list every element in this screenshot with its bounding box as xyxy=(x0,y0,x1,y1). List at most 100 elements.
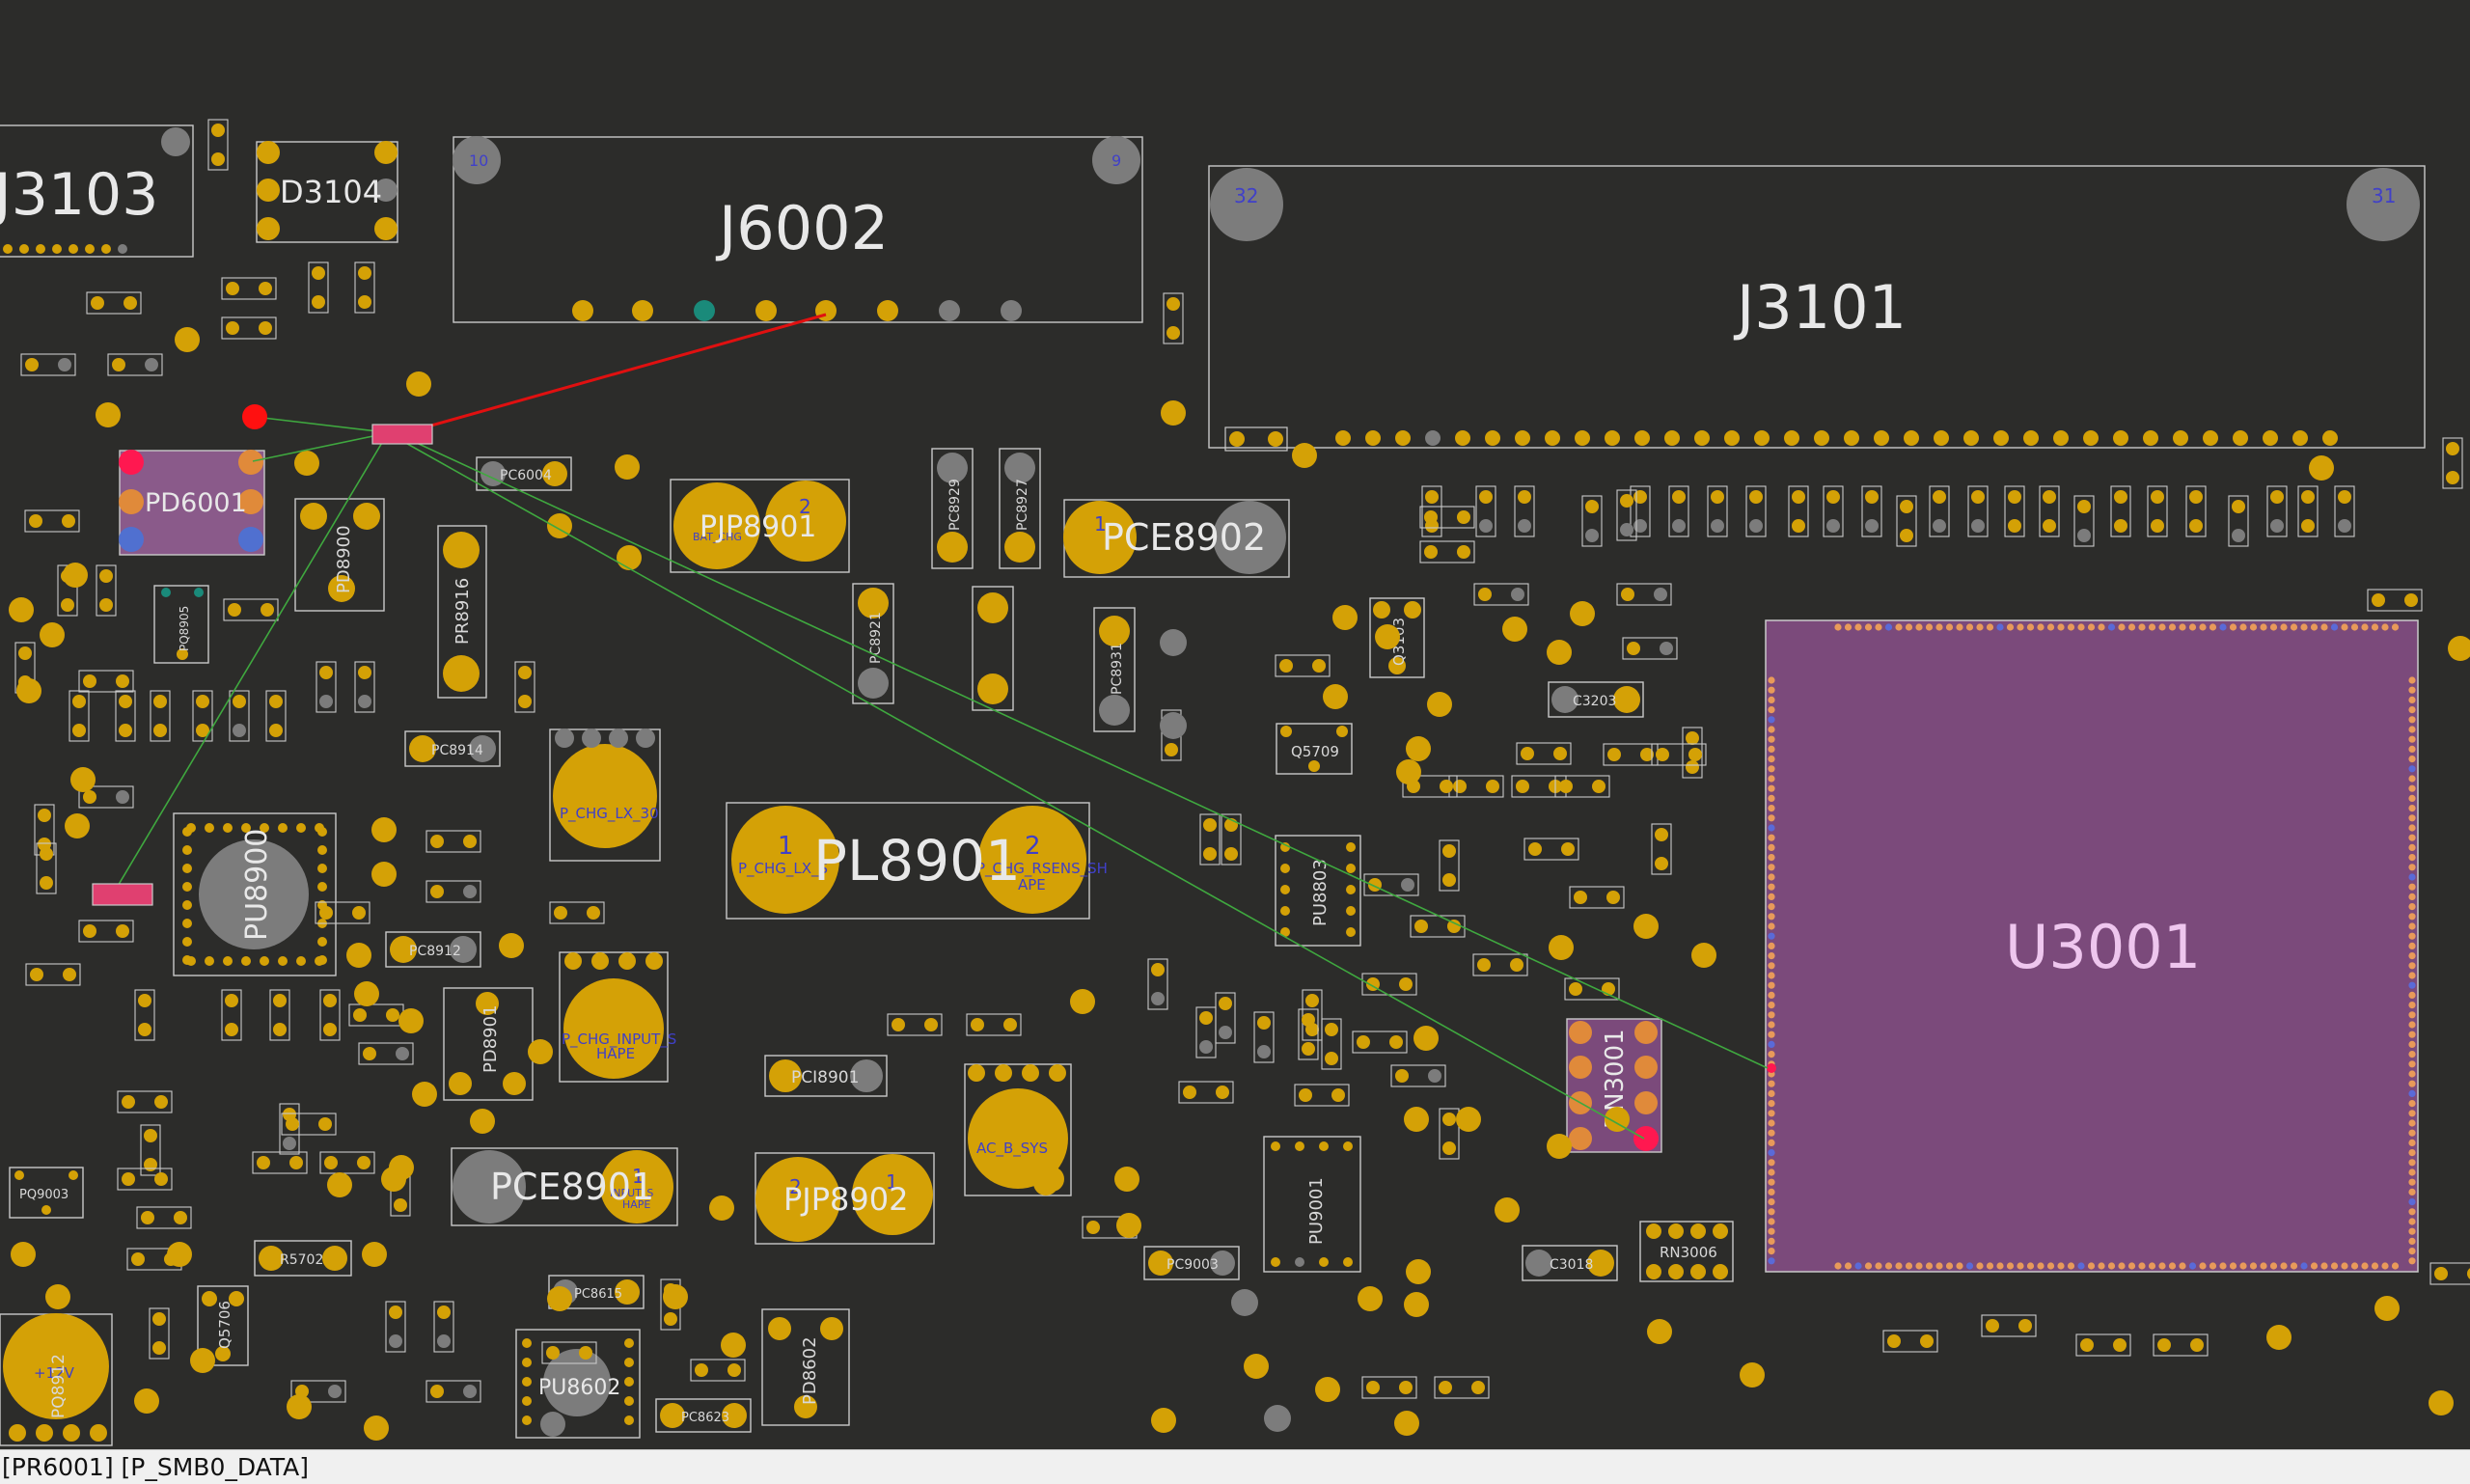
selected-part-pr6001[interactable] xyxy=(371,424,433,445)
net-bat-chg: BAT_CHG xyxy=(693,531,742,543)
label-pc8615: PC8615 xyxy=(574,1287,622,1302)
label-d3104: D3104 xyxy=(280,174,382,210)
label-pu9001: PU9001 xyxy=(1306,1177,1327,1245)
pin-j6002-10: 10 xyxy=(469,151,488,170)
label-pq8912: PQ8912 xyxy=(49,1354,69,1418)
component-pjp8902[interactable]: 2 1 PJP8902 xyxy=(755,1152,935,1245)
component-pc8623[interactable]: PC8623 xyxy=(655,1398,752,1433)
pin-j6002-9: 9 xyxy=(1112,151,1121,170)
component-q3103[interactable]: Q3103 xyxy=(1369,597,1425,678)
component-pc9003[interactable]: PC9003 xyxy=(1143,1246,1240,1280)
label-pu8803: PU8803 xyxy=(1310,859,1331,926)
component-pce8901[interactable]: 1 INPUT_S HAPE PCE8901 xyxy=(451,1147,678,1226)
component-pd8900[interactable]: PD8900 xyxy=(294,498,385,612)
label-pr8916: PR8916 xyxy=(453,578,473,645)
component-r5702[interactable]: R5702 xyxy=(254,1240,352,1277)
pcb-layout-view[interactable]: J3103 D3104 10 9 J6002 32 31 J31 xyxy=(0,0,2470,1449)
component-pc8901[interactable]: P_CHG_LX_30 xyxy=(549,728,661,862)
pin-j3101-31: 31 xyxy=(2372,184,2396,207)
label-pc8921: PC8921 xyxy=(868,612,884,664)
net-p-chg-lx-s: P_CHG_LX_S xyxy=(738,860,828,878)
net-hape: HAPE xyxy=(596,1045,635,1062)
label-q5706: Q5706 xyxy=(216,1301,233,1349)
pin-pce8902-1: 1 xyxy=(1094,512,1107,536)
net-highlight-traces xyxy=(113,313,1769,1140)
component-pc8914[interactable]: PC8914 xyxy=(404,730,501,767)
component-pu8900[interactable]: PU8900 xyxy=(173,812,337,976)
component-pc8921[interactable]: PC8921 xyxy=(852,583,894,704)
net-input-s: INPUT_S xyxy=(610,1187,653,1199)
component-rn3001[interactable]: RN3001 xyxy=(1566,1018,1662,1153)
component-pc8927[interactable]: PC8927 xyxy=(999,448,1041,569)
status-bar: [PR6001] [P_SMB0_DATA] xyxy=(0,1449,2470,1484)
component-pc8929[interactable]: PC8929 xyxy=(931,448,974,569)
label-pc6004: PC6004 xyxy=(500,468,552,483)
label-pjp8902: PJP8902 xyxy=(783,1181,908,1218)
label-pce8901: PCE8901 xyxy=(490,1166,654,1208)
component-pd6001[interactable]: PD6001 xyxy=(119,450,265,556)
component-pc8903[interactable]: AC_B_SYS xyxy=(964,1063,1072,1196)
component-q5706[interactable]: Q5706 xyxy=(197,1285,249,1366)
pin-pl8901-2: 2 xyxy=(1025,832,1041,861)
component-pc8903-small[interactable]: PC8931 xyxy=(1093,607,1136,732)
component-u3001[interactable]: U3001 xyxy=(1765,619,2419,1273)
label-j6002: J6002 xyxy=(715,193,889,263)
label-pl8901: PL8901 xyxy=(813,828,1021,893)
net-p-chg-lx-30: P_CHG_LX_30 xyxy=(560,805,659,823)
label-pu8900: PU8900 xyxy=(240,829,274,941)
label-pc8931: PC8931 xyxy=(1110,643,1125,695)
component-pc8912[interactable]: PC8912 xyxy=(385,931,481,968)
label-pd8901: PD8901 xyxy=(480,1004,501,1073)
pin-pjp8902-1: 1 xyxy=(886,1170,898,1194)
pin-j3101-32: 32 xyxy=(1234,184,1258,207)
label-pc8927: PC8927 xyxy=(1015,479,1030,531)
net-ac-b-sys: AC_B_SYS xyxy=(976,1140,1048,1158)
label-u3001: U3001 xyxy=(2005,912,2201,982)
component-pd8602[interactable]: PD8602 xyxy=(761,1308,850,1426)
component-q5709[interactable]: Q5709 xyxy=(1276,723,1353,775)
component-pr8916[interactable]: PR8916 xyxy=(437,525,487,699)
label-pjp8901: PJP8901 xyxy=(700,510,816,544)
label-pq8905: PQ8905 xyxy=(178,606,191,651)
pin-pl8901-1: 1 xyxy=(778,832,794,861)
pin-pce8901-1: 1 xyxy=(632,1165,645,1188)
label-pq9003: PQ9003 xyxy=(19,1188,69,1202)
component-pu8602[interactable]: PU8602 xyxy=(515,1329,641,1439)
component-pc8902[interactable]: P_CHG_INPUT_S HAPE xyxy=(559,951,676,1083)
net-p-chg-rsens-sh: P_CHG_RSENS_SH xyxy=(976,860,1108,878)
component-pl8901[interactable]: 1 2 P_CHG_LX_S P_CHG_RSENS_SH APE PL8901 xyxy=(726,802,1108,920)
label-j3101: J3101 xyxy=(1733,272,1907,343)
label-pd8900: PD8900 xyxy=(334,525,354,593)
component-pq8905[interactable]: PQ8905 xyxy=(153,585,209,664)
component-pc8615[interactable]: PC8615 xyxy=(548,1275,645,1309)
component-j6002[interactable]: 10 9 J6002 xyxy=(453,136,1143,323)
pin-pjp8901-2: 2 xyxy=(799,495,811,518)
vias xyxy=(9,327,2470,1441)
label-c3203: C3203 xyxy=(1573,694,1616,709)
component-c3203[interactable]: C3203 xyxy=(1548,681,1644,718)
label-pd8602: PD8602 xyxy=(800,1336,820,1405)
status-text: [PR6001] [P_SMB0_DATA] xyxy=(2,1453,310,1481)
component-rn3006[interactable]: RN3006 xyxy=(1639,1221,1734,1282)
pcb-board-canvas[interactable]: J3103 D3104 10 9 J6002 32 31 J31 xyxy=(0,0,2470,1449)
component-pci8901[interactable]: PCI8901 xyxy=(764,1055,888,1097)
component-j3103[interactable]: J3103 xyxy=(0,124,194,258)
component-pq8912[interactable]: +12V PQ8912 xyxy=(0,1313,113,1446)
label-r5702: R5702 xyxy=(280,1252,323,1268)
component-pq9003[interactable]: PQ9003 xyxy=(9,1167,84,1219)
component-j3101[interactable]: 32 31 J3101 xyxy=(1208,165,2426,452)
component-pu8803[interactable]: PU8803 xyxy=(1275,835,1361,947)
component-d3104[interactable]: D3104 xyxy=(256,141,398,243)
label-pu8602: PU8602 xyxy=(538,1376,620,1400)
component-c3018[interactable]: C3018 xyxy=(1522,1245,1618,1281)
label-q5709: Q5709 xyxy=(1291,743,1339,760)
net-hape-2: HAPE xyxy=(622,1198,650,1211)
part-psl8900[interactable] xyxy=(92,883,153,906)
net-ape: APE xyxy=(1018,876,1046,893)
component-pc6004[interactable]: PC6004 xyxy=(476,456,572,491)
component-pce8902[interactable]: 1 PCE8902 xyxy=(1063,499,1290,578)
component-pjp8901[interactable]: 2 BAT_CHG PJP8901 xyxy=(670,479,850,573)
small-passives xyxy=(14,119,2470,1403)
component-pd8901[interactable]: PD8901 xyxy=(443,987,534,1101)
component-pu9001[interactable]: PU9001 xyxy=(1263,1136,1361,1273)
